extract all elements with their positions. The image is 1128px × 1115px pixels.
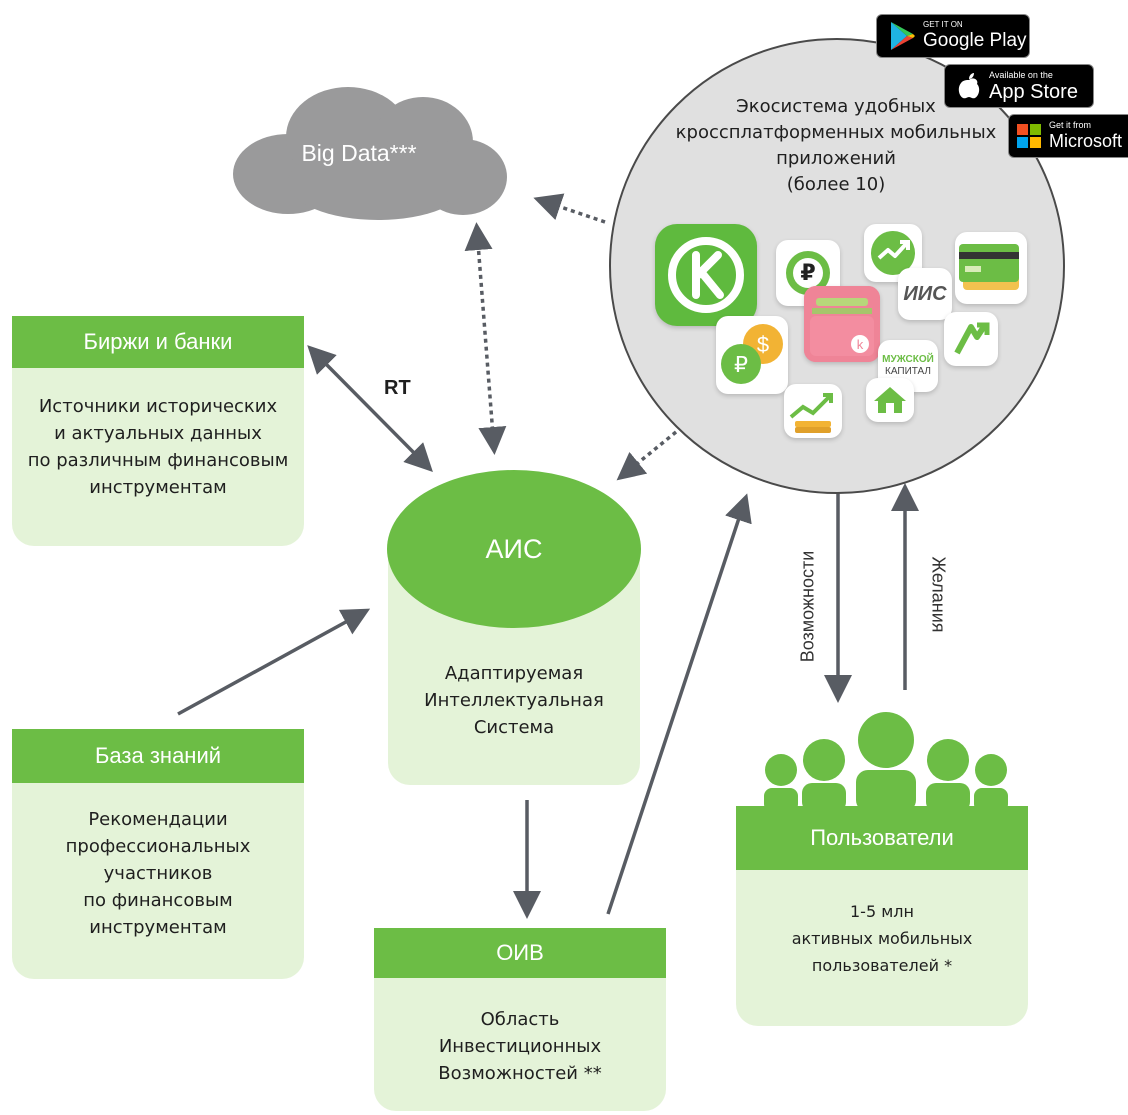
growth-chart-app-icon[interactable] [864, 224, 922, 282]
users-line-2: активных мобильных [791, 929, 973, 948]
ecosystem-line-4: (более 10) [786, 174, 886, 195]
arrow-knowledge-to-ais [177, 608, 371, 716]
bigdata-label: Big Data*** [301, 140, 417, 166]
oiv-line-1: Область [480, 1009, 560, 1030]
ais-description: Адаптируемая Интеллектуальная Система [388, 660, 640, 741]
exchanges-title: Биржи и банки [12, 316, 304, 368]
oiv-line-3: Возможностей ** [438, 1063, 602, 1084]
google-small-text: GET IT ON [923, 20, 963, 29]
ruble-sign-small: ₽ [734, 352, 748, 377]
knowledge-description: Рекомендации профессиональных участников… [12, 806, 304, 941]
home-app-icon[interactable] [866, 378, 914, 422]
microsoft-big-text: Microsoft [1049, 131, 1123, 151]
ais-ellipse [387, 470, 641, 628]
opportunities-label: Возможности [797, 550, 818, 663]
microsoft-icon [1017, 124, 1041, 148]
rt-label: RT [384, 377, 411, 399]
google-big-text: Google Play [923, 30, 1027, 51]
cloud-icon [233, 87, 507, 220]
exchanges-description: Источники исторических и актуальных данн… [12, 393, 304, 501]
knowledge-line-3: по финансовым инструментам [83, 890, 233, 938]
coins-growth-app-icon[interactable] [784, 384, 842, 438]
mk-line-1: МУЖСКОЙ [882, 354, 934, 365]
knowledge-title: База знаний [12, 729, 304, 783]
mk-line-2: КАПИТАЛ [885, 366, 931, 377]
knowledge-line-1: Рекомендации [88, 809, 228, 830]
exchanges-line-4: инструментам [89, 477, 227, 498]
oiv-title: ОИВ [374, 928, 666, 978]
ecosystem-line-1: Экосистема удобных [736, 96, 936, 117]
users-line-3: пользователей * [811, 956, 953, 975]
users-description: 1-5 млн активных мобильных пользователей… [736, 898, 1028, 979]
microsoft-small-text: Get it from [1049, 120, 1092, 130]
svg-text:k: k [857, 337, 864, 352]
ecosystem-line-2: кроссплатформенных мобильных [675, 122, 997, 143]
arrow-ecosystem-to-ais [616, 430, 678, 481]
wishes-label: Желания [928, 556, 949, 633]
google-play-badge[interactable]: GET IT ON Google Play [876, 14, 1030, 58]
microsoft-badge[interactable]: Get it from Microsoft [1008, 114, 1128, 158]
iis-app-icon[interactable]: ИИС [898, 268, 952, 320]
ruble-sign: ₽ [793, 258, 823, 288]
oiv-description: Область Инвестиционных Возможностей ** [374, 1006, 666, 1087]
google-play-icon [891, 22, 915, 50]
exchanges-line-3: по различным финансовым [27, 450, 289, 471]
ais-line-2: Интеллектуальная [424, 690, 604, 711]
arrow-bigdata-ais [464, 222, 507, 455]
k-app-icon[interactable] [655, 224, 757, 326]
bigdata-cloud: Big Data*** [228, 82, 510, 222]
currency-exchange-app-icon[interactable]: $ ₽ [716, 316, 788, 394]
users-people-icon [764, 712, 1008, 812]
wallet-app-icon[interactable]: k [804, 286, 880, 362]
arrow-ecosystem-to-bigdata [533, 193, 606, 224]
users-title: Пользователи [736, 806, 1028, 870]
dollar-sign: $ [757, 332, 769, 357]
card-app-icon[interactable] [955, 232, 1027, 304]
ecosystem-description: Экосистема удобных кроссплатформенных мо… [656, 94, 1016, 198]
ais-line-1: Адаптируемая [444, 663, 584, 684]
ais-line-3: Система [473, 717, 555, 738]
arrow-exchanges-ais [307, 345, 433, 472]
app-store-badge[interactable]: Available on the App Store [944, 64, 1094, 108]
knowledge-line-2: профессиональных участников [65, 836, 251, 884]
oiv-line-2: Инвестиционных [438, 1036, 602, 1057]
users-line-1: 1-5 млн [850, 902, 914, 921]
exchanges-line-2: и актуальных данных [54, 423, 262, 444]
ais-title: АИС [485, 534, 543, 564]
arrow-oiv-to-ecosystem [606, 493, 752, 915]
apple-icon [958, 73, 980, 99]
apple-big-text: App Store [989, 80, 1078, 103]
iis-text: ИИС [903, 282, 947, 305]
apple-small-text: Available on the [989, 69, 1053, 80]
exchanges-line-1: Источники исторических [38, 396, 278, 417]
ecosystem-line-3: приложений [776, 148, 896, 169]
ya-growth-app-icon[interactable] [944, 312, 998, 366]
